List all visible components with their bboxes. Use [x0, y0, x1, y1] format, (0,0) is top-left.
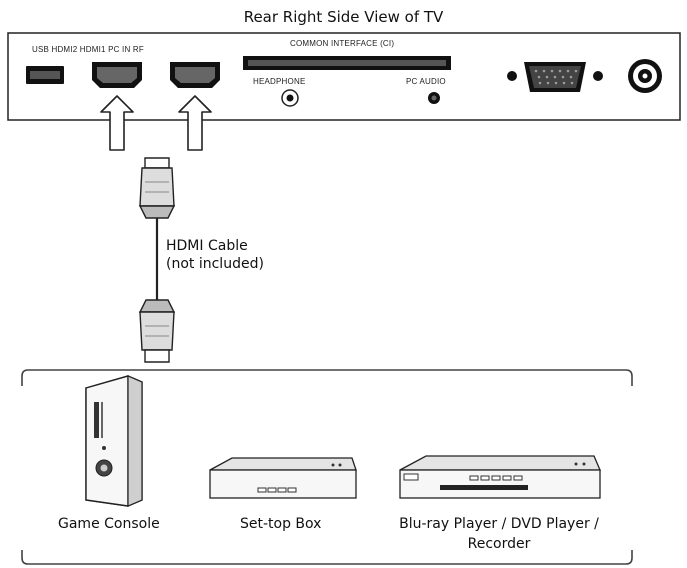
- hdmi-cable-top-connector: [138, 157, 176, 219]
- hdmi-cable-bottom-connector: [138, 299, 176, 363]
- cable-label-line2: (not included): [166, 256, 264, 272]
- bluray-label-line1: Blu-ray Player / DVD Player /: [399, 516, 599, 532]
- set-top-box-label: Set-top Box: [240, 516, 322, 532]
- arrow-to-hdmi2: [100, 95, 134, 151]
- bluray-label-line2: Recorder: [467, 536, 531, 552]
- diagram-title: Rear Right Side View of TV: [243, 8, 444, 26]
- pc-audio-label: PC AUDIO: [406, 77, 446, 86]
- device-bracket-bottom: [21, 550, 633, 565]
- set-top-box-illustration: [209, 457, 357, 499]
- port-labels-left: USB HDMI2 HDMI1 PC IN RF: [32, 45, 144, 54]
- bluray-player-illustration: [399, 455, 601, 499]
- arrow-to-hdmi1: [178, 95, 212, 151]
- cable-label-line1: HDMI Cable: [166, 238, 248, 254]
- game-console-label: Game Console: [58, 516, 160, 532]
- ci-label: COMMON INTERFACE (CI): [290, 39, 395, 48]
- game-console-illustration: [85, 375, 143, 507]
- headphone-label: HEADPHONE: [253, 77, 306, 86]
- device-bracket-top: [21, 369, 633, 386]
